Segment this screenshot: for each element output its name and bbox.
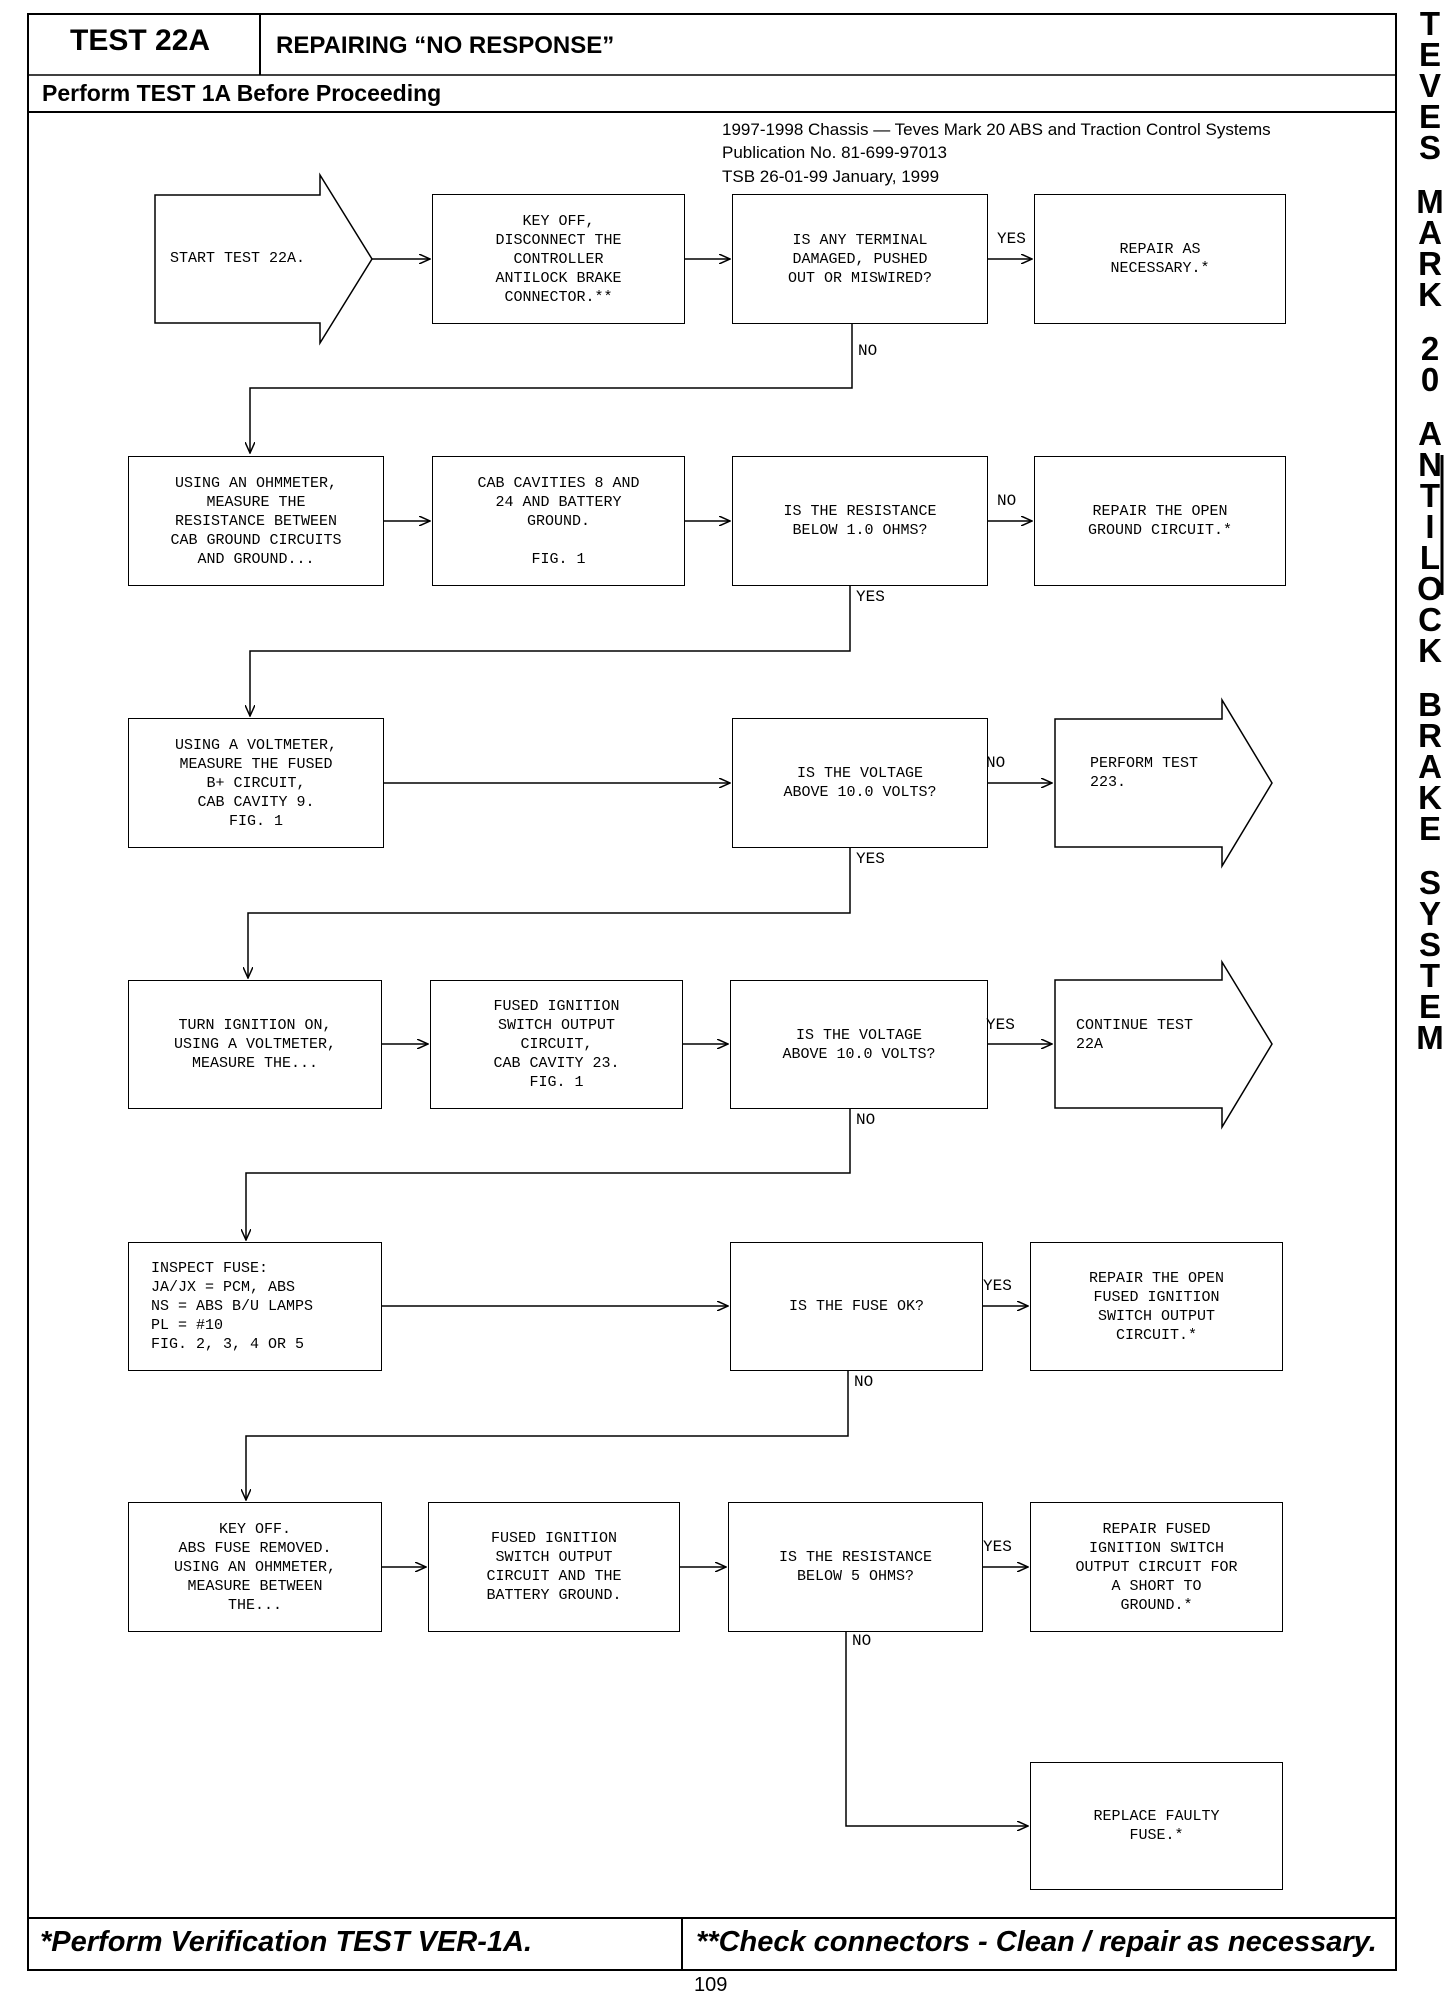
side-title-letter: A — [1418, 748, 1442, 785]
side-title-letter: K — [1418, 276, 1442, 313]
prerequisite-note: Perform TEST 1A Before Proceeding — [42, 80, 442, 106]
perform-test-223-label: PERFORM TEST 223. — [1090, 755, 1199, 791]
r6-no-label: NO — [852, 1632, 872, 1650]
publication-line-3: TSB 26-01-99 January, 1999 — [722, 167, 940, 186]
side-title-letter: C — [1418, 601, 1442, 638]
resistance-below-1-question: IS THE RESISTANCE BELOW 1.0 OHMS? — [732, 456, 988, 586]
side-title-letter: 2 — [1420, 330, 1440, 367]
fuse-ok-question: IS THE FUSE OK? — [730, 1242, 983, 1371]
side-title-letter: S — [1418, 129, 1441, 166]
repair-open-ground-box: REPAIR THE OPEN GROUND CIRCUIT.* — [1034, 456, 1286, 586]
publication-line-2: Publication No. 81-699-97013 — [722, 143, 947, 162]
r3-yes-label: YES — [856, 850, 885, 868]
repair-open-fused-ignition-box: REPAIR THE OPEN FUSED IGNITION SWITCH OU… — [1030, 1242, 1283, 1371]
voltmeter-fused-b-box: USING A VOLTMETER, MEASURE THE FUSED B+ … — [128, 718, 384, 848]
r5-yes-label: YES — [983, 1277, 1012, 1295]
continue-test-arrow-shape — [1054, 959, 1273, 1130]
side-title-letter: L — [1419, 539, 1441, 576]
r5-no-label: NO — [854, 1373, 874, 1391]
footer-connectors-note: **Check connectors - Clean / repair as n… — [696, 1926, 1377, 1958]
side-title-letter: V — [1418, 67, 1441, 104]
replace-faulty-fuse-box: REPLACE FAULTY FUSE.* — [1030, 1762, 1283, 1890]
fused-ignition-battery-ground-box: FUSED IGNITION SWITCH OUTPUT CIRCUIT AND… — [428, 1502, 680, 1632]
start-arrow-label: START TEST 22A. — [170, 250, 306, 267]
inspect-fuse-box: INSPECT FUSE: JA/JX = PCM, ABS NS = ABS … — [128, 1242, 382, 1371]
r6-yes-label: YES — [983, 1538, 1012, 1556]
test-id: TEST 22A — [70, 24, 211, 57]
fused-ignition-cavity-23-box: FUSED IGNITION SWITCH OUTPUT CIRCUIT, CA… — [430, 980, 683, 1109]
resistance-below-5-question: IS THE RESISTANCE BELOW 5 OHMS? — [728, 1502, 983, 1632]
side-title-letter: T — [1419, 957, 1441, 994]
cab-cavities-box: CAB CAVITIES 8 AND 24 AND BATTERY GROUND… — [432, 456, 685, 586]
terminal-damaged-question: IS ANY TERMINAL DAMAGED, PUSHED OUT OR M… — [732, 194, 988, 324]
side-title-letter: E — [1418, 810, 1441, 847]
side-title-letter: B — [1418, 686, 1442, 723]
side-title-letter: S — [1418, 926, 1441, 963]
repair-as-necessary-box: REPAIR AS NECESSARY.* — [1034, 194, 1286, 324]
side-title-letter: K — [1418, 632, 1442, 669]
r1-yes-label: YES — [997, 230, 1026, 248]
publication-line-1: 1997-1998 Chassis — Teves Mark 20 ABS an… — [722, 120, 1271, 139]
voltage-above-10-question-1: IS THE VOLTAGE ABOVE 10.0 VOLTS? — [732, 718, 988, 848]
side-title-letter: E — [1418, 36, 1441, 73]
page-number: 109 — [694, 1974, 728, 1996]
side-title-letter: I — [1425, 508, 1435, 545]
footer-verification-note: *Perform Verification TEST VER-1A. — [40, 1926, 533, 1958]
side-title-letter: 0 — [1420, 361, 1440, 398]
side-title-letter: R — [1418, 245, 1442, 282]
r3-no-label: NO — [986, 754, 1006, 772]
r2-no-label: NO — [997, 492, 1017, 510]
r2-yes-label: YES — [856, 588, 885, 606]
key-off-fuse-removed-box: KEY OFF. ABS FUSE REMOVED. USING AN OHMM… — [128, 1502, 382, 1632]
side-title-letter: T — [1419, 5, 1441, 42]
side-title-letter: O — [1417, 570, 1443, 607]
side-title-letter: M — [1416, 183, 1444, 220]
repair-short-to-ground-box: REPAIR FUSED IGNITION SWITCH OUTPUT CIRC… — [1030, 1502, 1283, 1632]
r1-no-label: NO — [858, 342, 878, 360]
side-title-letter: R — [1418, 717, 1442, 754]
side-title-letter: S — [1418, 864, 1441, 901]
continue-test-22a-label: CONTINUE TEST 22A — [1076, 1017, 1194, 1053]
side-title-letter: T — [1419, 477, 1441, 514]
key-off-disconnect-box: KEY OFF, DISCONNECT THE CONTROLLER ANTIL… — [432, 194, 685, 324]
side-title-letter: N — [1418, 446, 1442, 483]
ohmmeter-measure-box: USING AN OHMMETER, MEASURE THE RESISTANC… — [128, 456, 384, 586]
side-title-letter: M — [1416, 1019, 1444, 1056]
side-title-letter: E — [1418, 98, 1441, 135]
side-title-letter: E — [1418, 988, 1441, 1025]
perform-test-arrow-shape — [1054, 697, 1273, 869]
voltage-above-10-question-2: IS THE VOLTAGE ABOVE 10.0 VOLTS? — [730, 980, 988, 1109]
side-title-letter: A — [1418, 415, 1442, 452]
test-title: REPAIRING “NO RESPONSE” — [276, 32, 615, 59]
r4-yes-label: YES — [986, 1016, 1015, 1034]
side-title-letter: K — [1418, 779, 1442, 816]
start-arrow-shape — [154, 172, 373, 346]
side-title-letter: Y — [1418, 895, 1441, 932]
side-title-letter: A — [1418, 214, 1442, 251]
r4-no-label: NO — [856, 1111, 876, 1129]
turn-ignition-on-box: TURN IGNITION ON, USING A VOLTMETER, MEA… — [128, 980, 382, 1109]
